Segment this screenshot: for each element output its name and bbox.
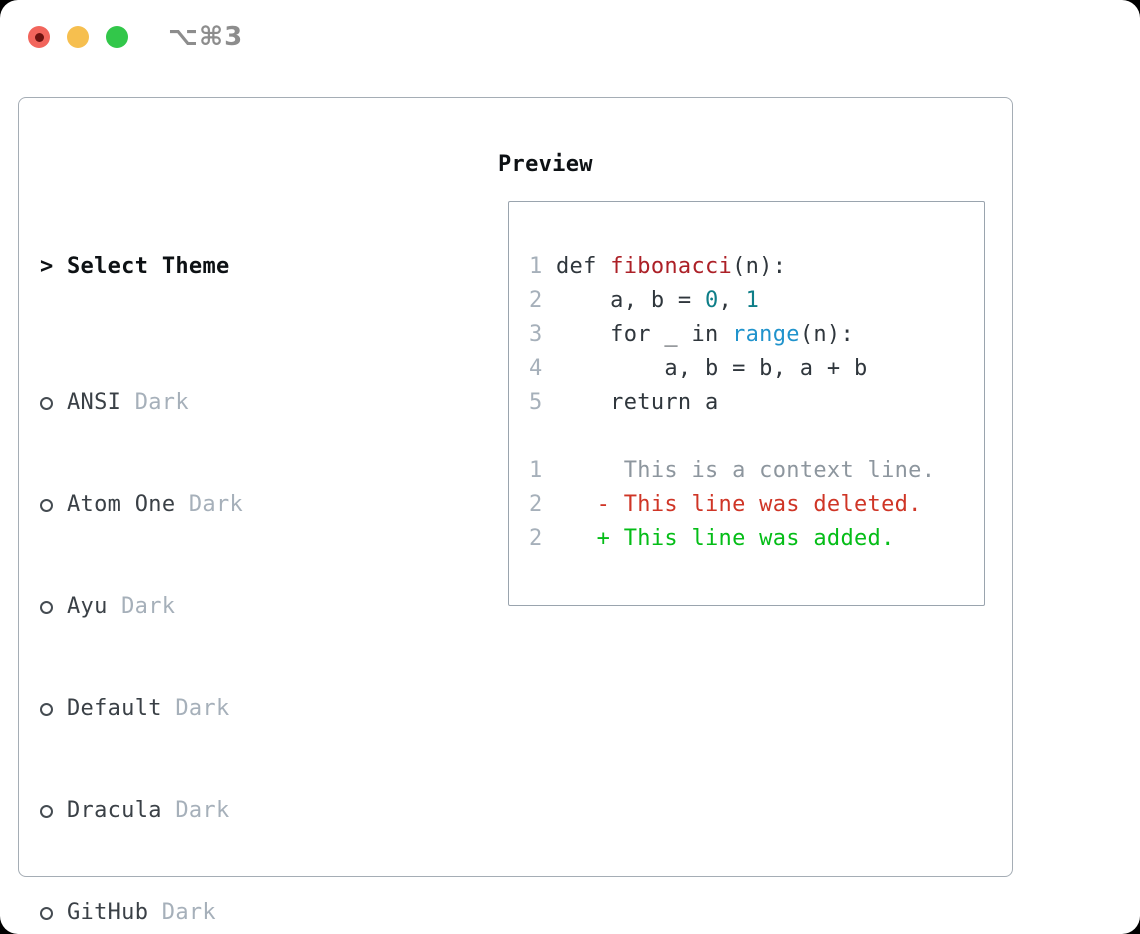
code-text: a, b = b, a + b — [556, 356, 868, 381]
code-builtin: range — [732, 322, 800, 347]
theme-name: Default — [67, 696, 162, 721]
theme-selector-panel — [18, 97, 1013, 877]
code-function: fibonacci — [610, 254, 733, 279]
theme-item-atom-one-dark[interactable]: Atom One Dark — [40, 488, 412, 522]
theme-variant: Dark — [134, 390, 189, 415]
theme-item-ayu-dark[interactable]: Ayu Dark — [40, 590, 412, 624]
keyboard-shortcut-label: ⌥⌘3 — [168, 22, 244, 52]
code-number-literal: 1 — [745, 288, 760, 313]
diff-minus-sign: - — [596, 492, 624, 517]
zoom-button[interactable] — [106, 26, 128, 48]
diff-plus-sign: + — [596, 526, 624, 551]
theme-list-header: > Select Theme — [40, 250, 412, 284]
close-dot-icon — [34, 32, 44, 42]
radio-unselected-icon — [40, 906, 67, 920]
line-number: 2 — [529, 288, 543, 313]
line-number: 4 — [529, 356, 543, 381]
theme-name: Ayu — [67, 594, 108, 619]
code-text: (n): — [732, 254, 787, 279]
diff-deleted-line: 2 - This line was deleted. — [529, 488, 984, 522]
theme-item-dracula-dark[interactable]: Dracula Dark — [40, 794, 412, 828]
theme-variant: Dark — [161, 900, 216, 925]
code-text: (n): — [799, 322, 855, 347]
code-line: 4 a, b = b, a + b — [529, 352, 984, 386]
radio-unselected-icon — [40, 498, 67, 512]
line-number: 2 — [529, 492, 543, 517]
preview-title: Preview — [498, 152, 593, 177]
line-number: 3 — [529, 322, 543, 347]
theme-item-github-dark[interactable]: GitHub Dark — [40, 896, 412, 930]
close-button[interactable] — [28, 26, 50, 48]
diff-gap — [556, 458, 624, 483]
theme-variant: Dark — [188, 492, 244, 517]
code-text: for _ in — [556, 322, 733, 347]
radio-unselected-icon — [40, 702, 67, 716]
chevron-marker: > — [40, 254, 54, 279]
radio-unselected-icon — [40, 804, 67, 818]
code-text: def — [556, 254, 611, 279]
theme-list-title: Select Theme — [67, 254, 230, 279]
line-number: 1 — [529, 254, 543, 279]
theme-name: Atom One — [67, 492, 176, 517]
code-line: 3 for _ in range(n): — [529, 318, 984, 352]
theme-item-ansi-dark[interactable]: ANSI Dark — [40, 386, 412, 420]
line-number: 1 — [529, 458, 543, 483]
line-number: 2 — [529, 526, 543, 551]
diff-context-line: 1 This is a context line. — [529, 454, 984, 488]
theme-item-default-dark[interactable]: Default Dark — [40, 692, 412, 726]
theme-variant: Dark — [175, 798, 230, 823]
blank-line — [529, 420, 984, 454]
diff-context-text: This is a context line. — [623, 458, 936, 483]
radio-unselected-icon — [40, 396, 67, 410]
code-line: 2 a, b = 0, 1 — [529, 284, 984, 318]
diff-deleted-text: This line was deleted. — [623, 492, 922, 517]
diff-gap — [556, 526, 597, 551]
code-text: a, b = — [556, 288, 705, 313]
theme-name: GitHub — [67, 900, 149, 925]
code-number-literal: 0 — [705, 288, 719, 313]
line-number: 5 — [529, 390, 543, 415]
minimize-button[interactable] — [67, 26, 89, 48]
diff-gap — [556, 492, 597, 517]
theme-name: ANSI — [67, 390, 122, 415]
diff-added-text: This line was added. — [623, 526, 895, 551]
code-line: 1 def fibonacci(n): — [529, 250, 984, 284]
theme-variant: Dark — [175, 696, 230, 721]
code-text: return a — [556, 390, 719, 415]
code-text: , — [718, 288, 746, 313]
radio-unselected-icon — [40, 600, 67, 614]
theme-variant: Dark — [121, 594, 176, 619]
code-line: 5 return a — [529, 386, 984, 420]
theme-name: Dracula — [67, 798, 162, 823]
diff-added-line: 2 + This line was added. — [529, 522, 984, 556]
